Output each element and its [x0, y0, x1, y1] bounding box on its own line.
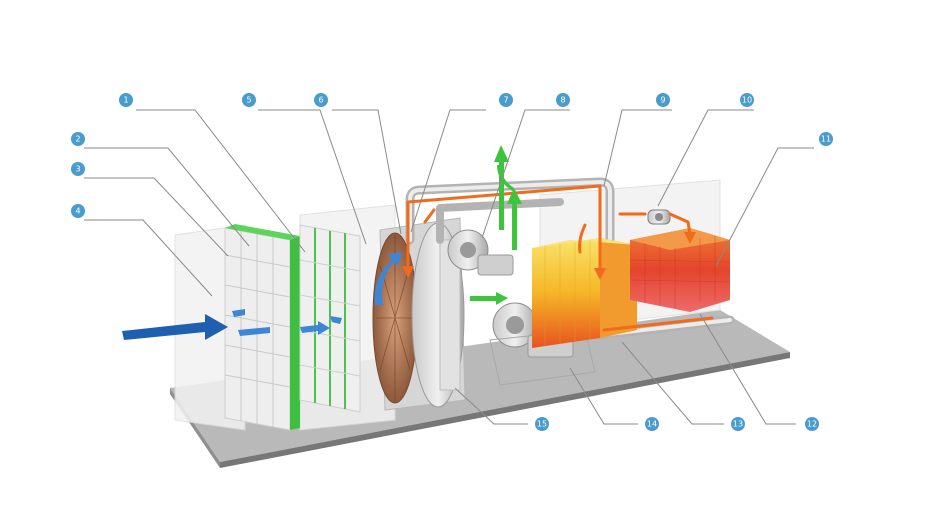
callout-13: 13 — [731, 417, 745, 431]
callout-8: 8 — [556, 93, 570, 107]
callout-14: 14 — [645, 417, 659, 431]
svg-text:9: 9 — [660, 96, 665, 105]
callout-12: 12 — [805, 417, 819, 431]
exhaust-arrow-icon — [470, 145, 522, 305]
svg-text:5: 5 — [246, 96, 251, 105]
heat-exchanger — [532, 238, 637, 348]
callout-10: 10 — [740, 93, 754, 107]
svg-text:10: 10 — [742, 96, 752, 105]
rotor-wheel-icon — [372, 217, 466, 411]
callout-4: 4 — [71, 204, 85, 218]
svg-text:12: 12 — [807, 420, 817, 429]
inlet-arrow-icon — [122, 314, 228, 340]
callout-3: 3 — [71, 162, 85, 176]
callout-9: 9 — [656, 93, 670, 107]
svg-text:2: 2 — [75, 135, 80, 144]
hot-flow-arrowhead-icon — [402, 232, 696, 280]
leader-lines — [84, 109, 814, 425]
svg-text:1: 1 — [123, 96, 128, 105]
fan-icon — [447, 229, 514, 276]
svg-text:3: 3 — [75, 165, 80, 174]
svg-text:6: 6 — [318, 96, 323, 105]
callout-2: 2 — [71, 132, 85, 146]
svg-text:8: 8 — [560, 96, 565, 105]
svg-text:14: 14 — [647, 420, 657, 429]
callout-5: 5 — [242, 93, 256, 107]
filter-stage-2 — [299, 224, 361, 413]
callout-11: 11 — [819, 132, 833, 146]
flow-arrow-icon — [232, 252, 402, 336]
svg-text:11: 11 — [821, 135, 831, 144]
svg-text:15: 15 — [537, 420, 547, 429]
callout-7: 7 — [499, 93, 513, 107]
callout-1: 1 — [119, 93, 133, 107]
svg-text:4: 4 — [75, 207, 80, 216]
burner-icon — [647, 209, 671, 225]
svg-text:13: 13 — [733, 420, 743, 429]
oxidizer-chamber — [629, 228, 731, 312]
filter-stage-1 — [224, 224, 300, 431]
callout-15: 15 — [535, 417, 549, 431]
svg-text:7: 7 — [503, 96, 508, 105]
callout-6: 6 — [314, 93, 328, 107]
